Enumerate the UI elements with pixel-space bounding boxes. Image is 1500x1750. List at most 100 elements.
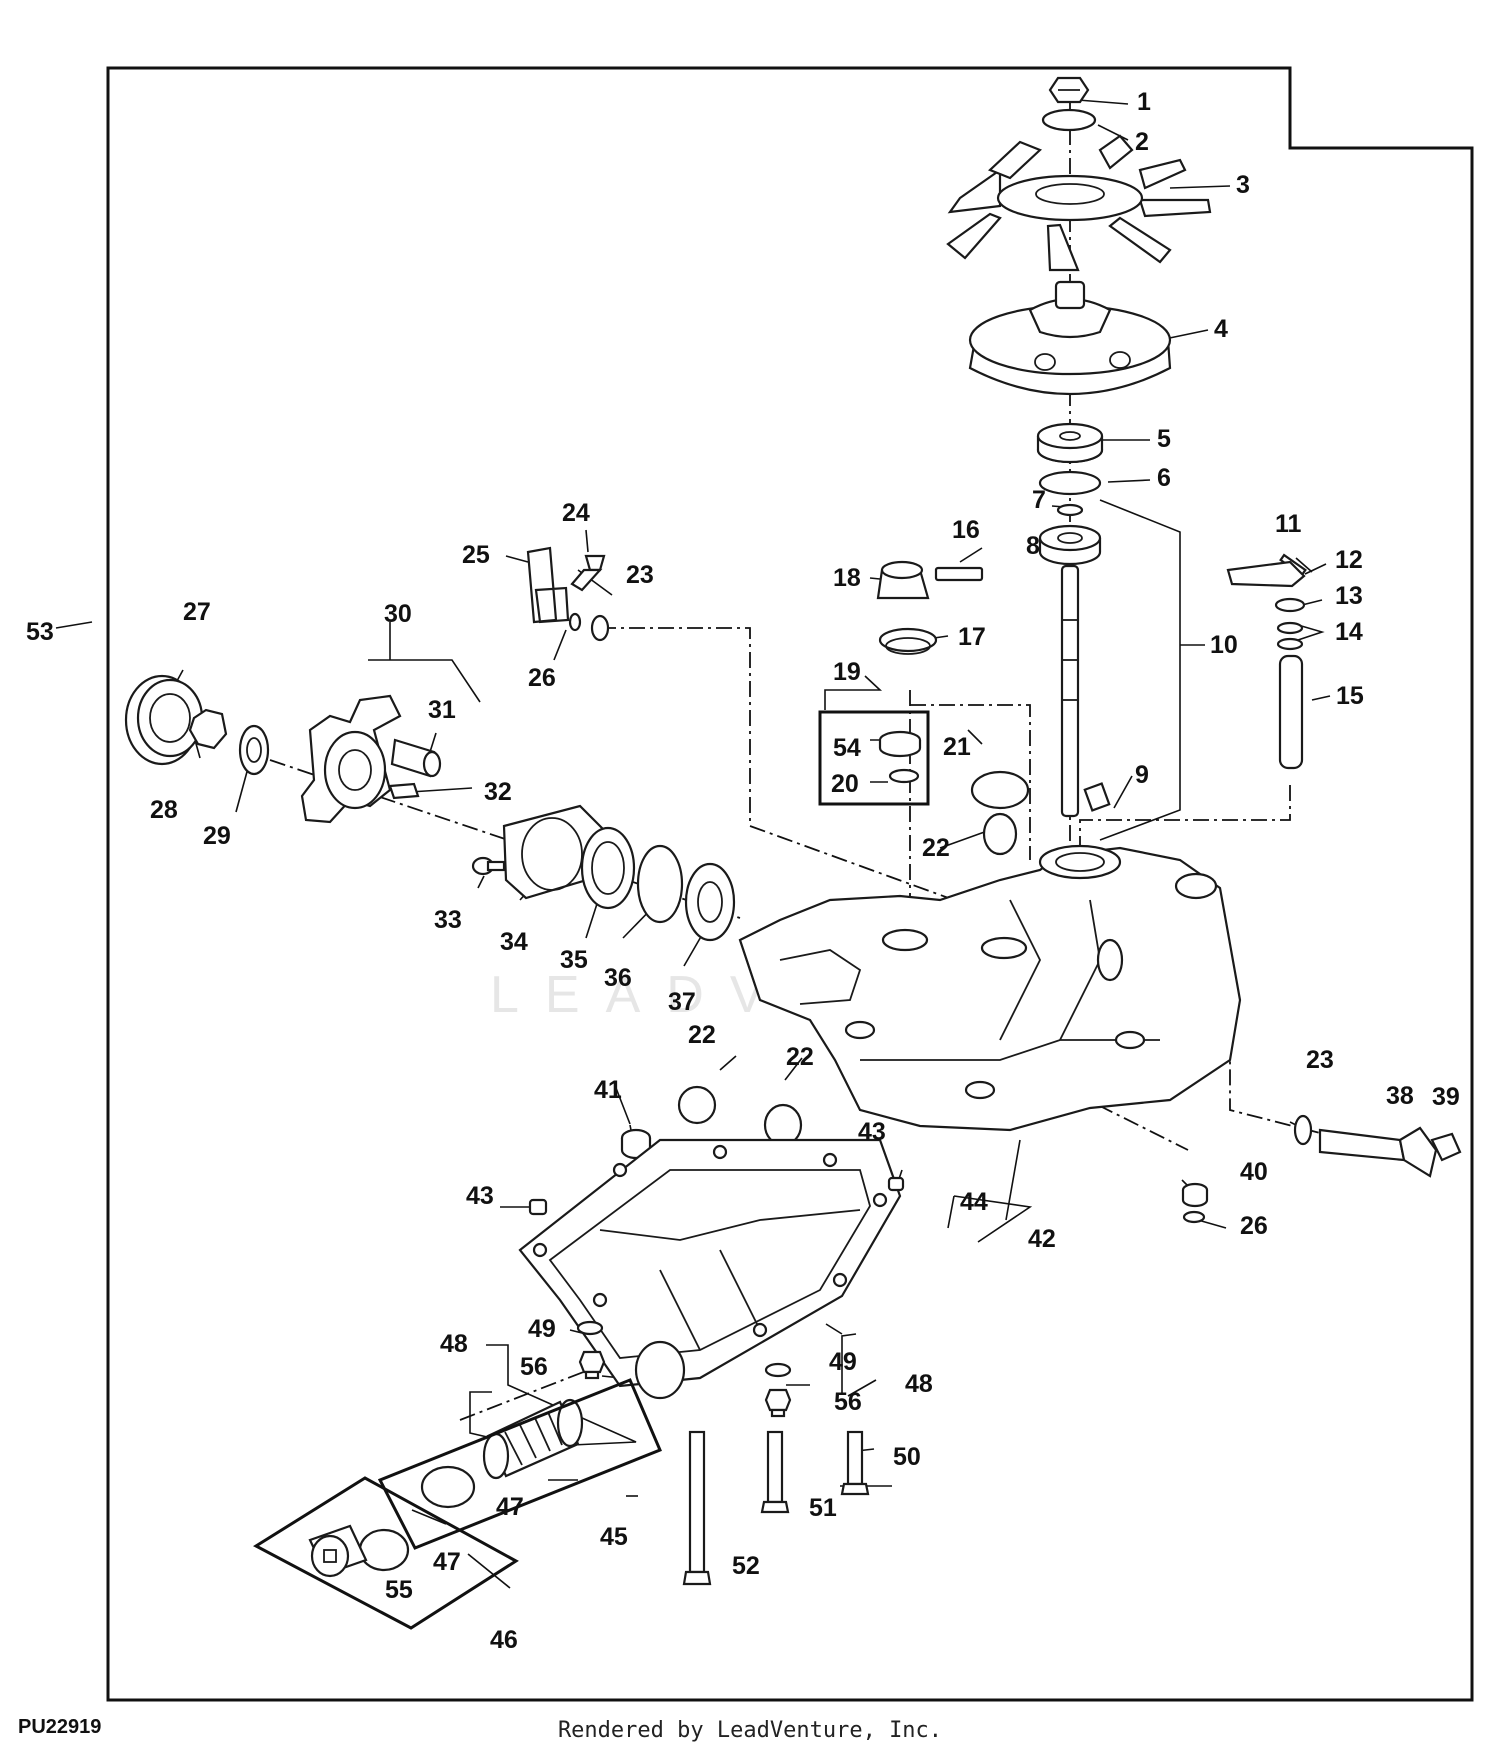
callout-47b: 47 [433,1548,461,1576]
part-plug-43a [528,1198,548,1216]
part-sump-44 [518,1138,902,1400]
callout-7: 7 [1032,486,1046,514]
part-seal-35 [580,826,636,910]
part-fan-3 [946,134,1212,272]
part-ring-7 [1056,503,1084,517]
part-o-ring-47b [358,1528,410,1572]
callout-28: 28 [150,796,178,824]
part-plug-22b [677,1085,717,1125]
part-spring-17 [878,627,938,655]
callout-21: 21 [943,733,971,761]
callout-44: 44 [960,1188,988,1216]
part-shaft-38 [1318,1126,1438,1178]
part-ring-14b [1276,637,1304,651]
part-plug-43b [887,1176,905,1192]
part-screw-24 [570,554,606,592]
part-cap-54 [878,730,922,758]
part-washer-49a [576,1320,604,1336]
part-seal-27 [124,674,204,766]
callout-3: 3 [1236,171,1250,199]
part-washer-13 [1274,597,1306,613]
callout-51: 51 [809,1494,837,1522]
axis-bypass-rod [910,704,1031,860]
callout-35: 35 [560,946,588,974]
callout-10: 10 [1210,631,1238,659]
part-ring-26b [1182,1210,1206,1224]
callout-2: 2 [1135,128,1149,156]
part-o-ring-47a [420,1465,476,1509]
callout-46: 46 [490,1626,518,1654]
callout-48a: 48 [440,1330,468,1358]
callout-39: 39 [1432,1083,1460,1111]
exploded-parts-diagram: LEADVENTURE [26,66,1474,1702]
callout-53: 53 [26,618,54,646]
part-housing-42 [738,844,1242,1132]
callout-50: 50 [893,1443,921,1471]
part-screw-33 [471,856,506,876]
callout-34: 34 [500,928,528,956]
part-bushing-18 [876,560,930,600]
callout-33: 33 [434,906,462,934]
callout-11: 11 [1275,510,1302,538]
callout-43a: 43 [466,1182,494,1210]
part-valve-40 [1181,1182,1209,1208]
part-hub-30 [300,694,402,824]
part-o-ring-20 [888,768,920,784]
callout-23a: 23 [626,561,654,589]
part-snap-ring-36 [636,844,684,924]
part-washer-23a [590,614,610,642]
callout-42: 42 [1028,1225,1056,1253]
callout-14a: 14 [1335,618,1363,646]
callout-45: 45 [600,1523,628,1551]
part-input-shaft-10 [1060,564,1080,818]
callout-56b: 56 [834,1388,862,1416]
callout-52: 52 [732,1552,760,1580]
callout-8: 8 [1026,532,1040,560]
callout-48b: 48 [905,1370,933,1398]
part-bearing-37 [684,862,736,942]
part-ring-26a [568,612,582,632]
callout-box-46 [252,1476,519,1630]
callout-9: 9 [1135,761,1149,789]
callout-labels: 1 2 3 4 5 6 7 8 9 10 11 12 13 14 15 16 1… [26,88,1460,1654]
callout-22b: 22 [688,1021,716,1049]
part-block-39 [1430,1132,1462,1162]
callout-13: 13 [1335,582,1363,610]
callout-32: 32 [484,778,512,806]
axis-control-arm [1079,785,1291,860]
part-pin-16 [934,566,984,582]
part-plug-21 [970,770,1030,810]
part-washer-29 [238,724,270,776]
part-stud-31 [390,738,442,778]
part-plug-22a [982,812,1018,856]
callout-24: 24 [562,499,590,527]
filter-kit-outline [377,1378,662,1550]
callout-31: 31 [428,696,456,724]
part-plug-55 [308,1524,368,1578]
callout-4: 4 [1214,315,1228,343]
part-bearing-5 [1036,422,1104,464]
part-bearing-8 [1038,524,1102,566]
part-key-32 [388,782,420,800]
figure-code: PU22919 [18,1716,102,1738]
callout-19: 19 [833,658,861,686]
part-nut-1 [1048,76,1090,104]
callout-27: 27 [183,598,211,626]
callout-49b: 49 [829,1348,857,1376]
callout-6: 6 [1157,464,1171,492]
axis-pan-bolts [1097,1104,1189,1151]
callout-29: 29 [203,822,231,850]
callout-1: 1 [1137,88,1151,116]
callout-30: 30 [384,600,412,628]
callout-26b: 26 [1240,1212,1268,1240]
part-key-9 [1083,782,1111,812]
callout-37: 37 [668,988,696,1016]
callout-12: 12 [1335,546,1363,574]
callout-16: 16 [952,516,980,544]
part-bolt-51 [760,1430,790,1514]
callout-49a: 49 [528,1315,556,1343]
part-bracket-25 [526,546,570,624]
diagram-frame [106,66,1474,1702]
part-washer-2 [1041,108,1097,132]
part-arm-12 [1226,560,1306,588]
